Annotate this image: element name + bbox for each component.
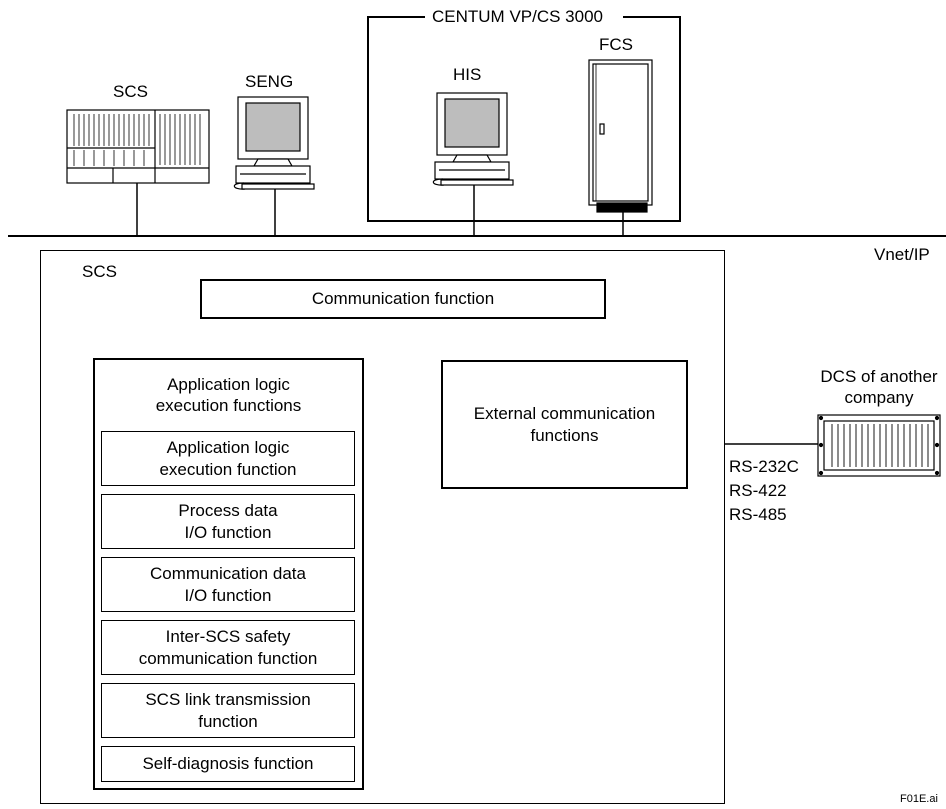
process-data-item: Process data I/O function — [101, 494, 355, 549]
external-communication-line1: External communication — [473, 403, 656, 423]
seng-label: SENG — [245, 72, 294, 91]
dcs-rack-icon — [817, 414, 941, 477]
item-line1: Process data — [178, 500, 278, 520]
centum-box — [367, 16, 681, 222]
inter-scs-safety-item: Inter-SCS safety communication function — [101, 620, 355, 675]
dcs-label: DCS of another company — [812, 366, 946, 408]
communication-function-box: Communication function — [200, 279, 606, 319]
fcs-cabinet-icon — [588, 59, 653, 213]
item-line2: execution function — [159, 459, 297, 479]
item-line1: Application logic — [166, 437, 290, 457]
item-line2: I/O function — [184, 585, 272, 605]
item-line2: communication function — [138, 648, 318, 668]
protocol-rs232c: RS-232C — [729, 457, 799, 476]
app-logic-group-title: Application logic execution functions — [93, 374, 364, 416]
his-label: HIS — [453, 65, 482, 84]
app-logic-group-title-line2: execution functions — [155, 396, 302, 415]
item-line2: I/O function — [184, 522, 272, 542]
self-diagnosis-item: Self-diagnosis function — [101, 746, 355, 782]
top-scs-label: SCS — [113, 82, 148, 101]
app-logic-item: Application logic execution function — [101, 431, 355, 486]
scs-rack-icon — [66, 109, 210, 184]
seng-computer-icon — [233, 96, 315, 190]
item-line1: Self-diagnosis function — [142, 754, 314, 773]
centum-title: CENTUM VP/CS 3000 — [432, 7, 603, 26]
item-line2: function — [198, 711, 258, 731]
scs-link-transmission-item: SCS link transmission function — [101, 683, 355, 738]
item-line1: Inter-SCS safety — [165, 626, 291, 646]
dcs-label-line1: DCS of another — [820, 367, 938, 386]
protocol-rs422: RS-422 — [729, 481, 787, 500]
communication-data-item: Communication data I/O function — [101, 557, 355, 612]
his-computer-icon — [432, 92, 514, 186]
communication-function-label: Communication function — [311, 289, 495, 308]
fcs-label: FCS — [599, 35, 633, 54]
protocol-rs485: RS-485 — [729, 505, 787, 524]
dcs-label-line2: company — [844, 388, 914, 407]
figure-id: F01E.ai — [900, 793, 938, 805]
external-communication-box: External communication functions — [441, 360, 688, 489]
item-line1: SCS link transmission — [145, 689, 311, 709]
external-communication-line2: functions — [530, 425, 599, 445]
scs-block-title: SCS — [82, 262, 117, 281]
network-label: Vnet/IP — [874, 245, 930, 264]
item-line1: Communication data — [150, 563, 306, 583]
app-logic-group-title-line1: Application logic — [167, 375, 290, 394]
